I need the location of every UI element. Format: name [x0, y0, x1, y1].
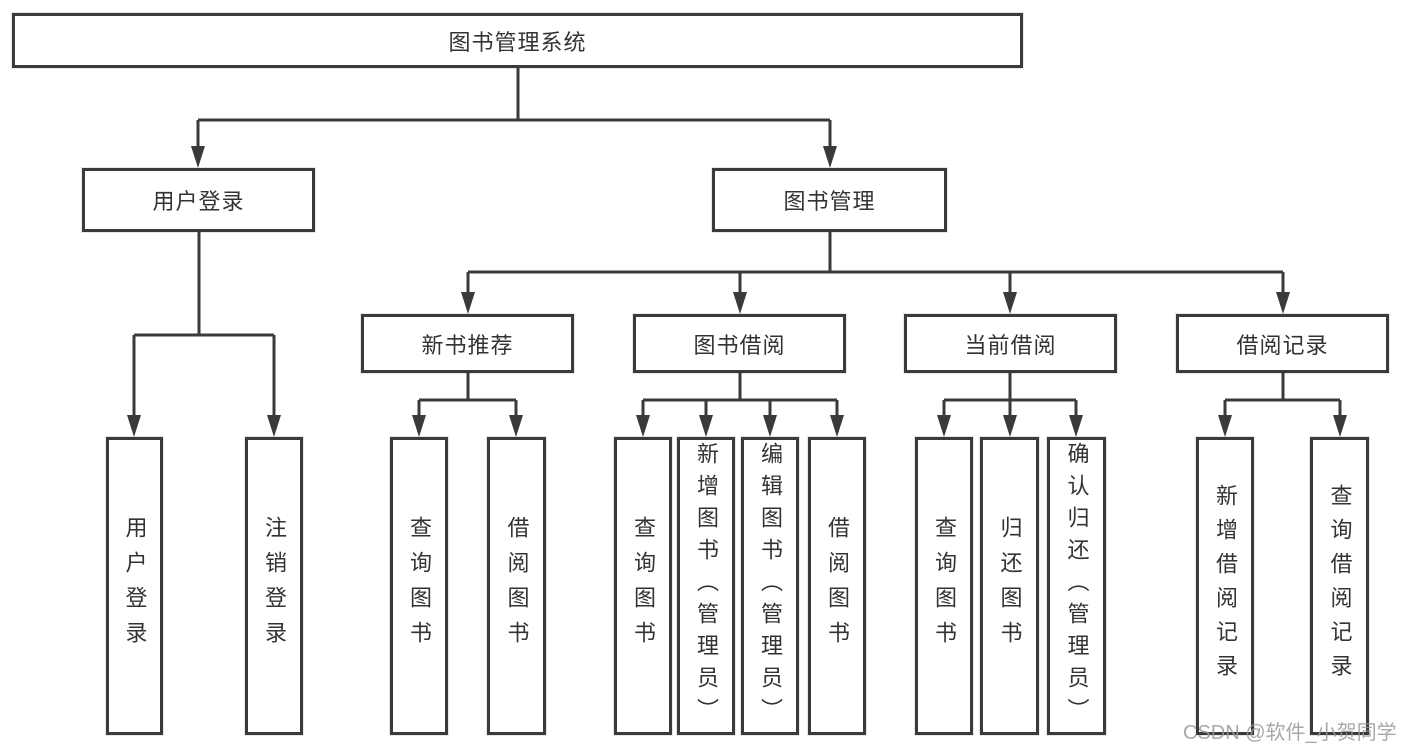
- leaf-user-login: 用户登录: [106, 437, 163, 735]
- node-current-borrow: 当前借阅: [904, 314, 1117, 373]
- leaf-add-borrow-record: 新增借阅记录: [1196, 437, 1254, 735]
- node-label: 编辑图书（管理员）: [758, 442, 783, 730]
- csdn-watermark: CSDN @软件_小贺同学: [1183, 722, 1397, 744]
- node-label: 用户登录: [122, 516, 148, 656]
- node-label: 图书管理系统: [448, 29, 587, 55]
- node-label: 查询借阅记录: [1327, 484, 1353, 688]
- node-label: 借阅图书: [504, 516, 530, 656]
- node-label: 借阅图书: [825, 516, 850, 656]
- node-label: 图书管理: [783, 189, 876, 214]
- leaf-confirm-return-admin: 确认归还（管理员）: [1047, 437, 1106, 735]
- node-label: 新增借阅记录: [1213, 484, 1238, 688]
- node-borrow-records: 借阅记录: [1176, 314, 1389, 373]
- leaf-query-books-2: 查询图书: [614, 437, 672, 735]
- node-label: 注销登录: [262, 516, 287, 656]
- node-new-book-recommend: 新书推荐: [361, 314, 574, 373]
- node-label: 用户登录: [152, 189, 245, 214]
- node-label: 当前借阅: [964, 332, 1057, 358]
- leaf-query-books-3: 查询图书: [915, 437, 973, 735]
- node-label: 确认归还（管理员）: [1064, 442, 1090, 730]
- node-label: 归还图书: [997, 516, 1023, 656]
- node-label: 新书推荐: [421, 332, 514, 358]
- node-book-management: 图书管理: [712, 168, 947, 232]
- node-label: 图书借阅: [693, 332, 786, 358]
- node-label: 查询图书: [631, 516, 656, 656]
- node-book-borrow: 图书借阅: [633, 314, 846, 373]
- node-label: 新增图书（管理员）: [694, 442, 719, 730]
- leaf-borrow-books: 借阅图书: [487, 437, 546, 735]
- leaf-logout: 注销登录: [245, 437, 303, 735]
- node-label: 查询图书: [407, 516, 432, 656]
- leaf-edit-book-admin: 编辑图书（管理员）: [741, 437, 799, 735]
- leaf-return-books: 归还图书: [980, 437, 1039, 735]
- node-library-management-system: 图书管理系统: [12, 13, 1023, 68]
- node-user-login: 用户登录: [82, 168, 315, 232]
- node-label: 借阅记录: [1236, 332, 1329, 358]
- leaf-borrow-books-2: 借阅图书: [808, 437, 866, 735]
- leaf-query-books: 查询图书: [390, 437, 448, 735]
- node-label: 查询图书: [932, 516, 957, 656]
- leaf-add-book-admin: 新增图书（管理员）: [677, 437, 735, 735]
- leaf-query-borrow-record: 查询借阅记录: [1310, 437, 1369, 735]
